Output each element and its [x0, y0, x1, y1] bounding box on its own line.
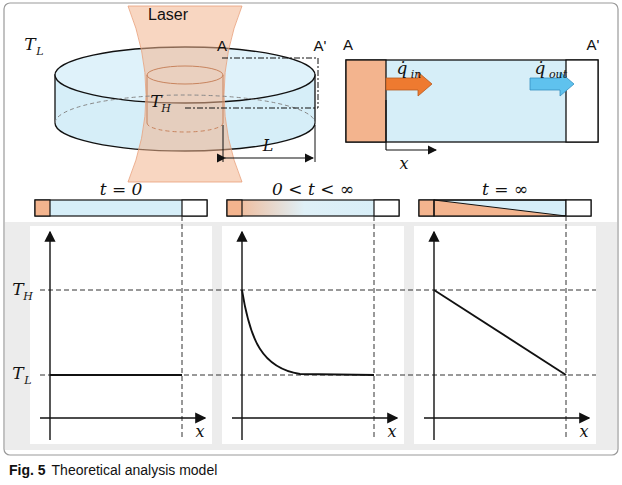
- section-mark: A: [217, 38, 227, 53]
- axis-label: x: [195, 424, 204, 440]
- heat-flux-subscript: in: [411, 69, 422, 80]
- heat-flux-symbol: q̇: [535, 60, 546, 77]
- time-label: t = ∞: [482, 181, 528, 198]
- axis-label: x: [579, 424, 588, 440]
- figure-number: Fig. 5: [9, 463, 46, 477]
- section-mark: A': [314, 38, 327, 53]
- temperature-subscript: L: [36, 46, 43, 57]
- heat-flux-symbol: q̇: [397, 60, 408, 77]
- axis-tick-label: L: [24, 375, 31, 386]
- axis-tick-label: T: [12, 281, 23, 298]
- axis-tick-label: H: [23, 291, 33, 302]
- axis-label: x: [399, 156, 408, 172]
- temperature-subscript: H: [161, 103, 171, 114]
- temperature-symbol: T: [24, 36, 35, 53]
- time-label: 0 < t < ∞: [272, 181, 354, 198]
- axis-tick-label: T: [12, 365, 23, 382]
- time-label: t = 0: [100, 181, 143, 198]
- dimension-label: L: [263, 138, 274, 154]
- axis-label: x: [387, 424, 396, 440]
- section-mark: A: [343, 37, 353, 52]
- figure-caption: Theoretical analysis model: [52, 463, 218, 477]
- heat-flux-subscript: out: [549, 69, 567, 80]
- section-mark: A': [587, 37, 600, 52]
- temperature-symbol: T: [150, 93, 161, 110]
- beam-label: Laser: [148, 7, 188, 23]
